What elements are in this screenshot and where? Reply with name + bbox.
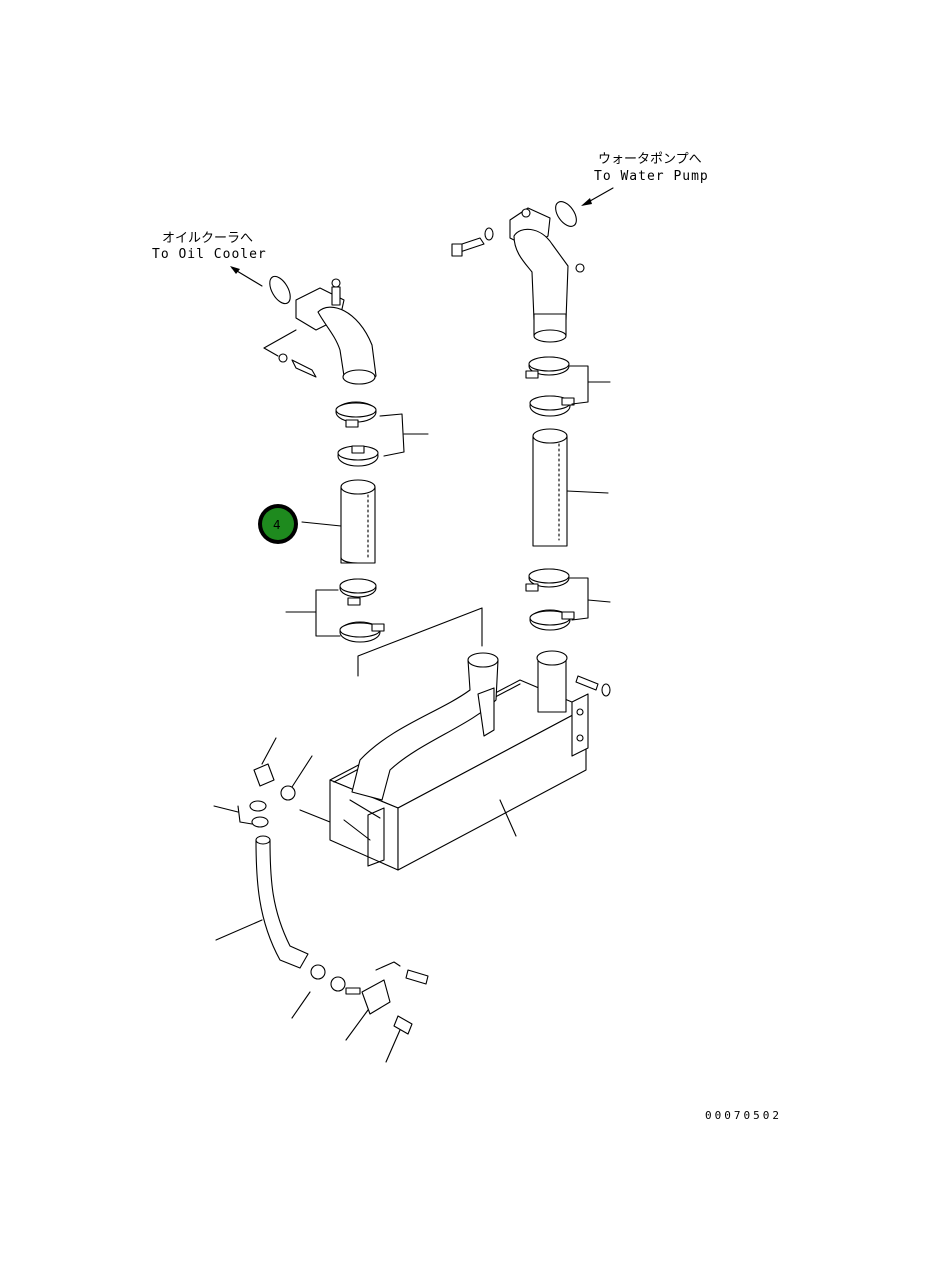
water-pump-elbow [451, 201, 585, 343]
arrow-to-oil-cooler [230, 266, 263, 287]
left-lower-clamps [285, 578, 385, 643]
right-lower-clamps [525, 568, 611, 631]
right-hose [532, 428, 609, 547]
oil-cooler-label-en: To Oil Cooler [152, 247, 267, 262]
oil-cooler-elbow [263, 275, 377, 385]
arrow-to-water-pump [581, 187, 614, 206]
right-upper-clamps [525, 356, 611, 417]
cooler-body [329, 607, 611, 871]
bleed-screw-left [331, 278, 341, 288]
left-upper-clamps [335, 401, 429, 467]
oil-cooler-label-jp: オイルクーラへ [162, 231, 253, 246]
o-ring-right [555, 201, 577, 227]
water-pump-label-jp: ウォータポンプへ [598, 152, 702, 167]
left-hose [301, 479, 376, 564]
water-pump-label-en: To Water Pump [594, 169, 709, 184]
callout-4-number: 4 [273, 518, 281, 532]
o-ring-left [269, 275, 291, 305]
callout-4-badge[interactable]: 4 [258, 504, 298, 544]
drain-fittings [213, 737, 429, 1063]
drawing-code: 00070502 [705, 1109, 782, 1122]
